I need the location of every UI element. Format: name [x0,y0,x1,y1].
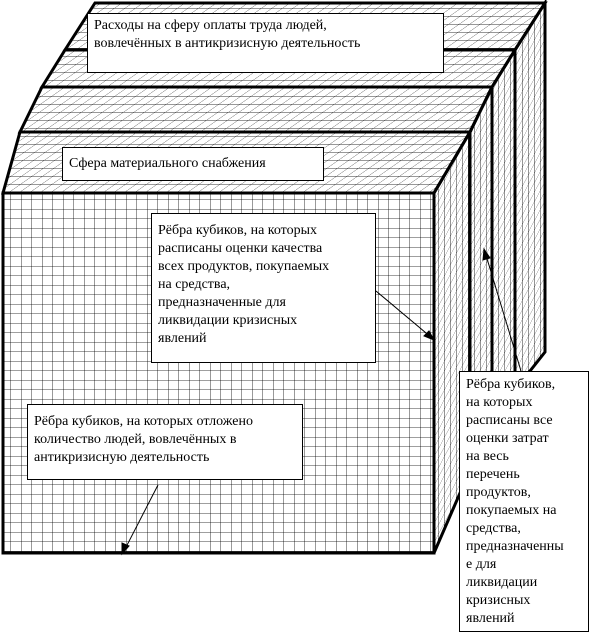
inner-slab-top-face [17,85,495,134]
payroll-costs-label: Расходы на сферу оплаты труда людей, вов… [87,13,444,73]
material-supply-label: Сфера материального снабжения [62,147,324,181]
arrow-quality-head [423,330,436,341]
arrow-costs-to-edge [484,251,522,372]
people-edges-label: Рёбра кубиков, на которых отложено колич… [27,404,303,480]
arrow-costs-head [482,247,491,261]
arrow-people-to-edge [123,484,159,552]
arrow-people-head [121,542,130,556]
quality-edges-label: Рёбра кубиков, на которых расписаны оцен… [151,213,376,363]
cost-edges-label: Рёбра кубиков, на которых расписаны все … [459,371,589,632]
pointer-arrows [121,247,522,556]
arrow-quality-to-edge [375,290,433,339]
back-slab-side-face [513,0,547,395]
